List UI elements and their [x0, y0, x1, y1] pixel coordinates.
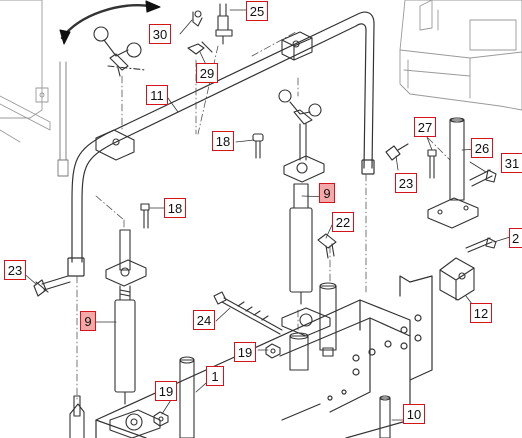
bolt-31: [469, 169, 497, 187]
center-spindle: [278, 89, 331, 371]
callout-2x[interactable]: 2: [509, 228, 522, 248]
bolt-right-edge: [465, 237, 497, 253]
left-loop-bracket: [95, 129, 135, 161]
bolt-23-left: [33, 275, 71, 297]
callout-29[interactable]: 29: [196, 63, 218, 83]
left-spindle: [105, 229, 147, 405]
ghost-machine-left: [0, 0, 51, 143]
callout-10[interactable]: 10: [403, 404, 425, 424]
callout-24[interactable]: 24: [193, 310, 215, 330]
callout-18-left[interactable]: 18: [164, 198, 186, 218]
left-post: [57, 61, 69, 177]
callout-18-mid[interactable]: 18: [212, 131, 234, 151]
leader-lines: [21, 9, 511, 421]
ghost-unit-right: [399, 0, 522, 111]
top-bracket: [281, 31, 313, 61]
callout-26[interactable]: 26: [471, 138, 493, 158]
callout-27[interactable]: 27: [414, 117, 436, 137]
callout-12[interactable]: 12: [470, 303, 492, 323]
main-frame: [95, 275, 433, 438]
callout-9-left[interactable]: 9: [80, 311, 96, 331]
left-knob-base: [69, 395, 161, 438]
bolt-24: [213, 291, 283, 335]
callout-22[interactable]: 22: [332, 212, 354, 232]
callout-23-left[interactable]: 23: [4, 260, 26, 280]
post-26: [427, 117, 479, 229]
callout-23-right[interactable]: 23: [395, 173, 417, 193]
nut-19-lower: [153, 411, 169, 427]
callout-19-center[interactable]: 19: [234, 342, 256, 362]
bolt-18-mid: [252, 133, 264, 159]
rotation-arrow-icon: [59, 0, 161, 45]
bolt-27: [427, 149, 437, 179]
callout-11[interactable]: 11: [146, 85, 168, 105]
callout-25[interactable]: 25: [246, 1, 268, 21]
hardware-top: [187, 3, 233, 55]
callout-1[interactable]: 1: [206, 366, 224, 386]
nut-19-center: [265, 343, 281, 359]
callout-9-center[interactable]: 9: [319, 183, 335, 203]
frame-post-center: [319, 282, 337, 357]
callout-30[interactable]: 30: [149, 24, 171, 44]
wing-knob-top: [93, 26, 147, 77]
callout-19-lower[interactable]: 19: [155, 381, 177, 401]
frame-post-left: [179, 356, 195, 438]
pin-22: [317, 233, 337, 259]
bolt-18-left: [140, 203, 150, 229]
block-12: [439, 257, 475, 301]
bolt-23-right: [385, 143, 409, 161]
alignment-lines: [76, 31, 451, 401]
callout-31[interactable]: 31: [501, 153, 522, 173]
rod-10: [379, 395, 391, 438]
